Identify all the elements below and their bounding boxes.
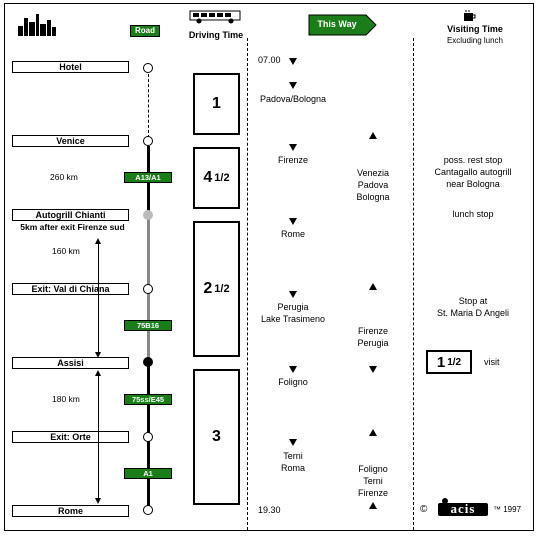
southbound-city-1: Padova/Bologna <box>259 94 327 104</box>
road-shield-75b16: 75B16 <box>124 320 172 331</box>
this-way-arrow-icon <box>308 14 377 36</box>
city-skyline-icon <box>18 14 56 36</box>
distance-arrow-line-2 <box>98 376 99 500</box>
southbound-city-6: Terni Roma <box>280 451 305 473</box>
excluding-lunch-note: Excluding lunch <box>446 36 504 45</box>
southbound-arrow-icon-5 <box>289 366 297 373</box>
distance-arrow-line-1 <box>98 244 99 356</box>
southbound-arrow-icon-1 <box>289 82 297 89</box>
acis-logo-text: acis <box>450 501 476 516</box>
diagram-frame <box>4 3 534 531</box>
arrowhead-up-2 <box>95 370 101 376</box>
lunch-stop-note: lunch stop <box>452 209 494 219</box>
trademark-year: ™ 1997 <box>493 505 522 514</box>
distance-chianti-assisi: 160 km <box>52 246 80 256</box>
southbound-city-3: Rome <box>280 229 305 239</box>
southbound-city-2: Firenze <box>277 155 308 165</box>
arrowhead-down-1 <box>95 352 101 358</box>
stop-marker-venice <box>143 136 153 146</box>
arrowhead-up-1 <box>95 238 101 244</box>
driving-block-3-hours: 2 <box>203 280 213 297</box>
southbound-city-4: Perugia Lake Trasimeno <box>260 302 326 324</box>
bus-icon <box>189 10 241 24</box>
acis-logo-icon <box>438 498 488 516</box>
driving-block-3-fraction: 1/2 <box>214 283 230 295</box>
distance-venice-chianti: 260 km <box>50 172 78 182</box>
arrowhead-down-2 <box>95 498 101 504</box>
start-time-arrow-icon <box>289 58 297 65</box>
start-time: 07.00 <box>258 55 281 65</box>
stop-label-assisi: Assisi <box>12 357 129 369</box>
stop-marker-hotel <box>143 63 153 73</box>
stop-label-venice: Venice <box>12 135 129 147</box>
stop-at-note: Stop at St. Maria D Angeli <box>436 296 510 318</box>
stop-label-autogrill-chianti: Autogrill Chianti <box>12 209 129 221</box>
stop-marker-rome <box>143 505 153 515</box>
visit-label: visit <box>484 357 500 367</box>
this-way-label: This Way <box>317 19 357 29</box>
autogrill-chianti-note: 5km after exit Firenze sud <box>20 222 125 232</box>
driving-block-2-fraction: 1/2 <box>214 172 230 184</box>
end-time: 19.30 <box>258 505 281 515</box>
divider-dashed-1 <box>247 38 248 530</box>
stop-label-hotel: Hotel <box>12 61 129 73</box>
copyright-symbol: © <box>420 504 428 515</box>
divider-dashed-2 <box>413 38 414 530</box>
northbound-cities-1: Venezia Padova Bologna <box>356 168 390 202</box>
stop-marker-val-di-chiana <box>143 284 153 294</box>
stop-marker-orte <box>143 432 153 442</box>
road-shield-a13-a1: A13/A1 <box>124 172 172 183</box>
visit-duration-fraction: 1/2 <box>447 356 462 368</box>
stop-marker-assisi <box>143 357 153 367</box>
driving-block-4: 3 <box>193 369 240 505</box>
road-sign-header: Road <box>130 25 160 37</box>
stop-label-orte: Exit: Orte <box>12 431 129 443</box>
coffee-cup-icon <box>464 10 476 21</box>
southbound-arrow-icon-6 <box>289 439 297 446</box>
driving-block-1: 1 <box>193 73 240 135</box>
northbound-arrow-icon-5 <box>369 502 377 509</box>
road-shield-a1: A1 <box>124 468 172 479</box>
northbound-arrow-icon-1 <box>369 132 377 139</box>
northbound-arrow-icon-3 <box>369 366 377 373</box>
driving-time-header: Driving Time <box>188 30 244 40</box>
acis-logo: acis <box>436 497 490 517</box>
rest-stop-note: poss. rest stop Cantagallo autogrill nea… <box>434 155 512 189</box>
driving-block-1-hours: 1 <box>212 95 221 112</box>
southbound-arrow-icon-2 <box>289 144 297 151</box>
stop-label-val-di-chiana: Exit: Val di Chiana <box>12 283 129 295</box>
stop-label-rome: Rome <box>12 505 129 517</box>
northbound-cities-2: Firenze Perugia <box>357 326 389 348</box>
visiting-time-header: Visiting Time <box>447 24 503 34</box>
route-line-hotel-venice <box>148 74 149 138</box>
visit-duration-hours: 1 <box>436 353 446 371</box>
southbound-arrow-icon-4 <box>289 291 297 298</box>
distance-assisi-rome: 180 km <box>52 394 80 404</box>
southbound-arrow-icon-3 <box>289 218 297 225</box>
driving-block-4-hours: 3 <box>212 428 221 445</box>
northbound-cities-3: Foligno Terni Firenze <box>357 464 388 498</box>
northbound-arrow-icon-2 <box>369 283 377 290</box>
driving-block-2-hours: 4 <box>203 169 213 186</box>
stop-marker-chianti <box>143 210 153 220</box>
northbound-arrow-icon-4 <box>369 429 377 436</box>
southbound-city-5: Foligno <box>278 377 308 387</box>
road-shield-75ss-e45: 75ss/E45 <box>124 394 172 405</box>
